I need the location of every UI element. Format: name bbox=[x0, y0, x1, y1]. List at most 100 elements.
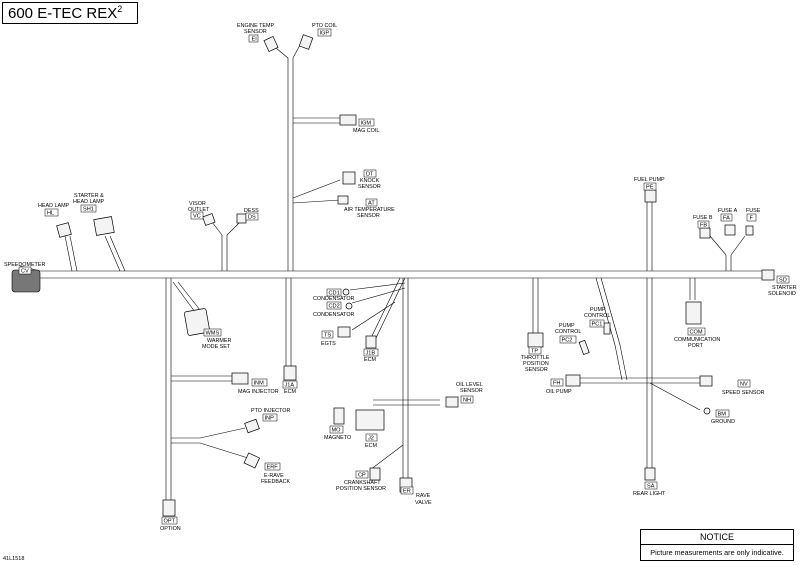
fuse-a-icon bbox=[724, 224, 736, 236]
sa-label-0: REAR LIGHT bbox=[633, 491, 666, 497]
pc2-label-1: CONTROL bbox=[555, 329, 581, 335]
tp-code: TP bbox=[531, 349, 538, 355]
egts-connector-icon bbox=[337, 326, 351, 338]
j1b-label-0: ECM bbox=[364, 357, 376, 363]
vc-label-1: OUTLET bbox=[188, 207, 210, 213]
tp-label-0: THROTTLE bbox=[521, 355, 550, 361]
pc1-code: PC1 bbox=[592, 322, 603, 328]
bm-label-0: GROUND bbox=[711, 419, 735, 425]
cd2-label-0: CONDENSATOR bbox=[313, 312, 355, 318]
ecm-j2-connector-icon bbox=[355, 409, 385, 431]
erf-label-1: FEEDBACK bbox=[261, 479, 290, 485]
er-label-1: VALVE bbox=[415, 500, 432, 506]
pump-control-1-icon bbox=[603, 322, 611, 335]
cd1-code: CD1 bbox=[329, 291, 340, 297]
ground-icon bbox=[703, 407, 711, 415]
nv-code: NV bbox=[740, 382, 748, 388]
sa-code: SA bbox=[647, 484, 655, 490]
pump-control-2-icon bbox=[578, 339, 590, 356]
igm-code: IGM bbox=[361, 121, 372, 127]
oil-level-connector-icon bbox=[445, 396, 459, 408]
j1b-connector-icon bbox=[365, 335, 377, 349]
fa-code: FA bbox=[723, 216, 730, 222]
cd2-code: CD2 bbox=[329, 304, 340, 310]
vc-code: VC bbox=[193, 214, 201, 220]
er-code: ER bbox=[403, 489, 411, 495]
inm-label-0: MAG INJECTOR bbox=[238, 389, 279, 395]
j1a-connector-icon bbox=[283, 365, 297, 381]
ei-label-1: SENSOR bbox=[244, 29, 267, 35]
pc1-label-1: CONTROL bbox=[584, 313, 610, 319]
hl-label-0: HEAD LAMP bbox=[38, 203, 70, 209]
sd-label-0: STARTER bbox=[772, 285, 797, 291]
com-code: COM bbox=[690, 330, 703, 336]
f-label-0: FUSE bbox=[746, 208, 761, 214]
communication-port-icon bbox=[685, 301, 702, 325]
cd1-label-0: CONDENSATOR bbox=[313, 296, 355, 302]
sd-label-1: SOLENOID bbox=[768, 291, 796, 297]
j1a-label-0: ECM bbox=[284, 389, 296, 395]
fb-label-0: FUSE B bbox=[693, 215, 713, 221]
starter-solenoid-connector-icon bbox=[761, 269, 775, 281]
opt-label-0: OPTION bbox=[160, 526, 181, 532]
at-label-1: SENSOR bbox=[357, 213, 380, 219]
pc1-label-0: PUMP bbox=[590, 307, 606, 313]
oil-pump-connector-icon bbox=[565, 374, 581, 387]
dt-label-1: SENSOR bbox=[358, 184, 381, 190]
nh-label-0: OIL LEVEL bbox=[456, 382, 483, 388]
title-main: 600 E-TEC REX bbox=[8, 5, 118, 22]
harness-branches bbox=[19, 44, 746, 500]
notice-text: Picture measurements are only indicative… bbox=[650, 548, 784, 557]
notice-heading: NOTICE bbox=[641, 530, 793, 545]
bm-code: BM bbox=[718, 412, 727, 418]
cp-label-1: POSITION SENSOR bbox=[336, 486, 386, 492]
crankshaft-connector-icon bbox=[369, 467, 381, 481]
er-label-0: RAVE bbox=[416, 493, 431, 499]
e-rave-feedback-connector-icon bbox=[243, 452, 261, 469]
mo-code: MO bbox=[332, 428, 342, 434]
speed-sensor-connector-icon bbox=[699, 375, 713, 387]
j2-code: J2 bbox=[368, 436, 374, 442]
head-lamp-connector-icon bbox=[56, 222, 72, 238]
igm-label-0: MAG COIL bbox=[353, 128, 379, 134]
dt-label-0: KNOCK bbox=[360, 178, 380, 184]
fa-label-0: FUSE A bbox=[718, 208, 738, 214]
com-label-1: PORT bbox=[688, 343, 704, 349]
warmer-mode-set-connector-icon bbox=[184, 308, 210, 336]
at-code: AT bbox=[368, 201, 375, 207]
inm-code: INM bbox=[254, 381, 265, 387]
erf-code: ERF bbox=[267, 465, 279, 471]
tp-label-2: SENSOR bbox=[525, 367, 548, 373]
condensator-2-icon bbox=[345, 302, 353, 310]
cv-label-0: SPEEDOMETER bbox=[4, 262, 45, 268]
inp-code: INP bbox=[265, 416, 275, 422]
nh-code: NH bbox=[463, 398, 471, 404]
sh1-label-1: HEAD LAMP bbox=[73, 199, 105, 205]
air-temp-connector-icon bbox=[337, 195, 349, 205]
ei-label-0: ENGINE TEMP bbox=[237, 23, 274, 29]
condensator-1-icon bbox=[342, 288, 350, 296]
tps-connector-icon bbox=[527, 332, 544, 348]
pc2-code: PC2 bbox=[562, 338, 573, 344]
at-label-0: AIR TEMPERATURE bbox=[344, 207, 395, 213]
sh1-label-0: STARTER & bbox=[74, 193, 104, 199]
reference-code: 41L1518 bbox=[3, 556, 25, 562]
inp-label-0: PTO INJECTOR bbox=[251, 408, 290, 414]
j2-label-0: ECM bbox=[365, 443, 377, 449]
starter-head-lamp-connector-icon bbox=[93, 216, 115, 236]
fuse-icon bbox=[745, 225, 754, 236]
connector-shapes bbox=[11, 34, 775, 517]
ts-label-0: EGTS bbox=[321, 341, 336, 347]
mo-label-0: MAGNETO bbox=[324, 435, 351, 441]
ds-label-0: DESS bbox=[244, 208, 259, 214]
ts-code: TS bbox=[324, 333, 331, 339]
component-labels: HEAD LAMP HL STARTER & HEAD LAMP SH1 SPE… bbox=[4, 23, 797, 532]
nv-label-0: SPEED SENSOR bbox=[722, 390, 765, 396]
main-harness-trunk bbox=[40, 270, 770, 279]
pto-coil-connector-icon bbox=[298, 34, 314, 50]
vc-label-0: VISOR bbox=[189, 201, 206, 207]
sh1-code: SH1 bbox=[83, 207, 94, 213]
pe-label-0: FUEL PUMP bbox=[634, 177, 665, 183]
sd-code: SD bbox=[779, 278, 787, 284]
pto-injector-connector-icon bbox=[244, 418, 260, 434]
